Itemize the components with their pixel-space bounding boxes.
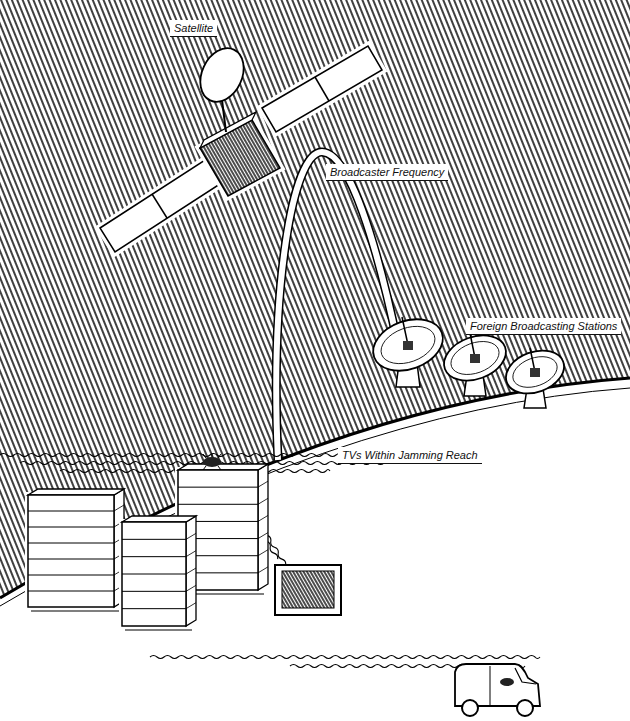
- floor-line: [28, 575, 114, 576]
- floor-line: [186, 585, 196, 591]
- building-front: [122, 522, 186, 626]
- buildings: [25, 464, 268, 630]
- van-windshield: [515, 668, 536, 684]
- floor-line: [258, 567, 268, 573]
- bug-device: [203, 453, 221, 470]
- floor-line: [28, 591, 114, 592]
- floor-line: [178, 504, 258, 505]
- ground-station: [500, 343, 570, 408]
- floor-line: [28, 511, 114, 512]
- station-hub: [530, 368, 540, 377]
- van-wheel: [462, 700, 478, 716]
- satellite-halo: [262, 46, 382, 132]
- building-roof: [28, 489, 124, 495]
- floor-line: [258, 533, 268, 539]
- satellite-halo: [200, 120, 280, 196]
- callout-label: Satellite: [170, 20, 217, 37]
- building-roof: [122, 516, 196, 522]
- building-side: [186, 516, 196, 626]
- floor-line: [186, 603, 196, 609]
- building: [119, 516, 196, 630]
- station-dish: [376, 319, 440, 370]
- satellite-halo: [100, 160, 220, 252]
- floor-line: [122, 539, 186, 540]
- solar-panel: [262, 46, 382, 132]
- station-dish: [509, 351, 562, 393]
- signal-arc: [276, 152, 398, 460]
- floor-line: [258, 515, 268, 521]
- jamming-waves: [0, 454, 540, 668]
- station-hub: [403, 341, 413, 350]
- floor-line: [114, 505, 124, 511]
- floor-line: [122, 574, 186, 575]
- building-front: [28, 495, 114, 607]
- tv-cabinet: [275, 565, 341, 615]
- van-door: [490, 666, 491, 706]
- floor-line: [122, 591, 186, 592]
- building: [25, 489, 124, 611]
- building-halo: [25, 492, 117, 610]
- bug-legs: [203, 453, 221, 470]
- building-roof: [178, 464, 268, 470]
- bug-body: [203, 457, 221, 467]
- station-dish: [366, 310, 450, 380]
- signal-arc: [276, 152, 398, 460]
- building-side: [258, 464, 268, 590]
- floor-line: [258, 550, 268, 556]
- television: [275, 565, 341, 615]
- floor-line: [28, 527, 114, 528]
- floor-line: [258, 481, 268, 487]
- floor-line: [186, 533, 196, 539]
- satellite-top: [200, 112, 256, 148]
- tv-screen: [282, 571, 334, 608]
- dish-stalk: [222, 100, 226, 132]
- station-dish: [500, 343, 570, 401]
- bug-logo: [500, 678, 514, 686]
- floor-line: [122, 556, 186, 557]
- station-dish: [438, 327, 513, 388]
- floor-line: [28, 543, 114, 544]
- callout-label: Foreign Broadcasting Stations: [466, 318, 621, 335]
- satellite: [100, 41, 382, 252]
- solar-panel: [100, 160, 220, 252]
- building-base: [31, 610, 120, 611]
- floor-line: [258, 498, 268, 504]
- building-halo: [119, 519, 189, 629]
- ground-station: [438, 327, 513, 396]
- van-wheel: [517, 700, 533, 716]
- van: [455, 664, 540, 716]
- station-feed: [402, 317, 408, 345]
- satellite-body: [200, 120, 280, 196]
- station-dish: [446, 335, 503, 380]
- panel-divider: [152, 194, 167, 218]
- wave-line: [150, 656, 540, 659]
- floor-line: [178, 487, 258, 488]
- callout-label: TVs Within Jamming Reach: [338, 447, 482, 464]
- building-base: [125, 629, 192, 630]
- floor-line: [122, 608, 186, 609]
- floor-line: [28, 559, 114, 560]
- callout-label: Broadcaster Frequency: [326, 164, 448, 181]
- station-hub: [470, 354, 480, 363]
- panel-divider: [315, 77, 329, 101]
- floor-line: [186, 551, 196, 557]
- floor-line: [186, 568, 196, 574]
- ground-station: [366, 310, 450, 387]
- satellite-dish: [192, 41, 252, 109]
